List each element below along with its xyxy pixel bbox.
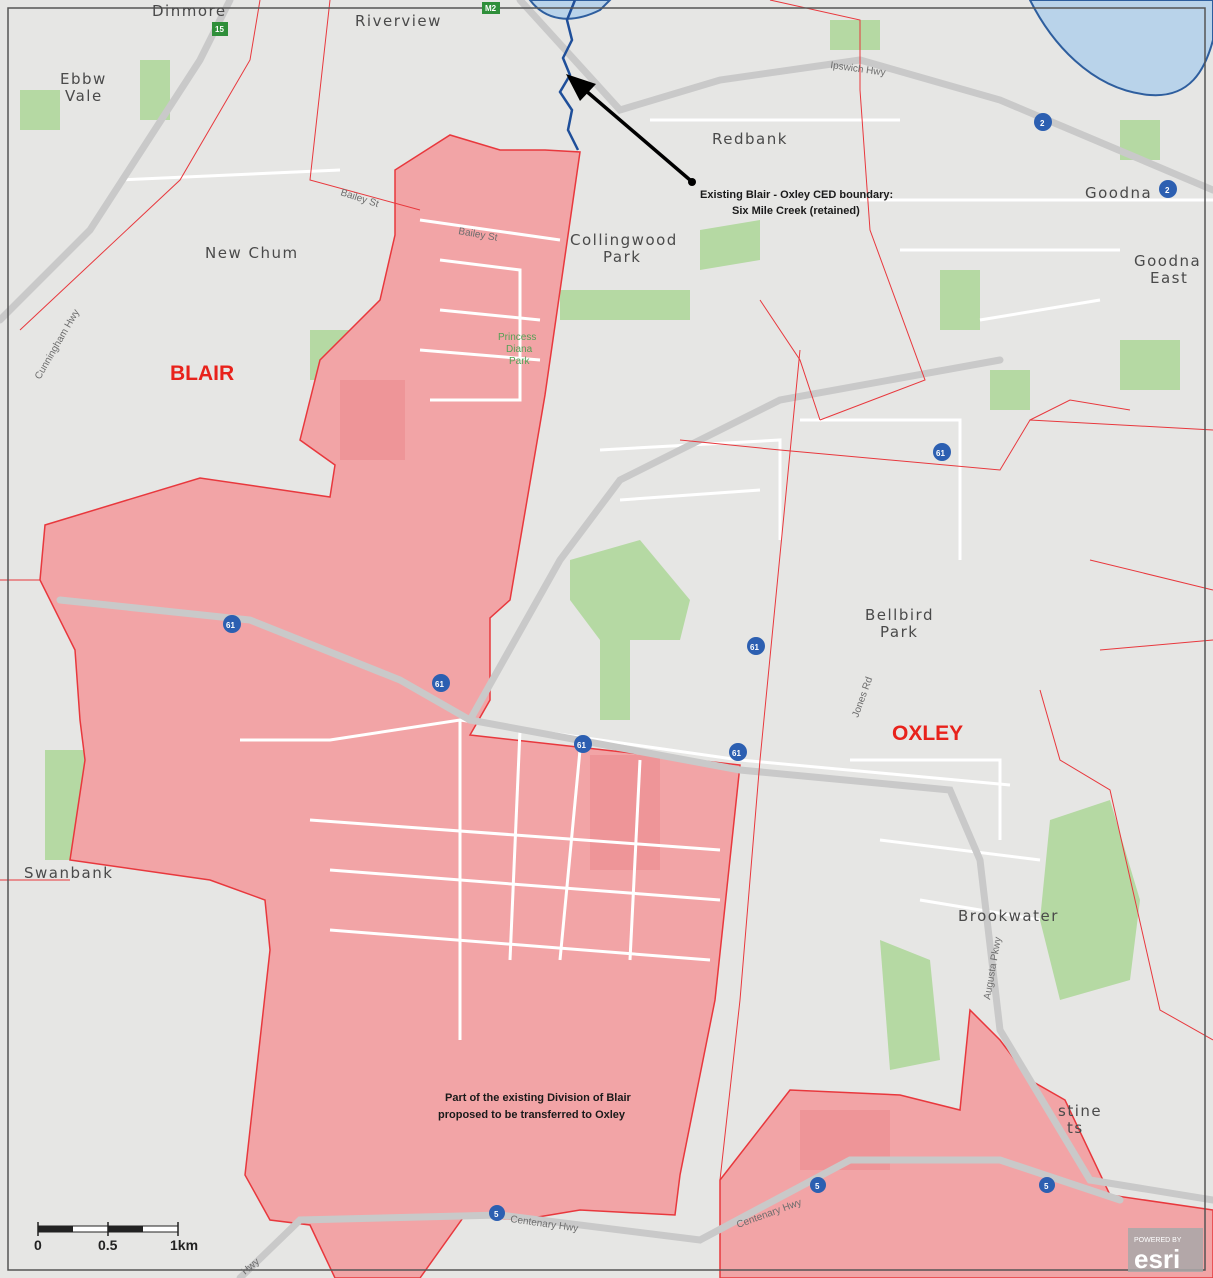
svg-text:5: 5 (815, 1182, 820, 1191)
division-label-blair: BLAIR (170, 362, 234, 385)
transfer-annotation: Part of the existing Division of Blair p… (438, 1092, 632, 1121)
transfer-area (39, 134, 741, 1278)
shield-61-a: 61 (933, 443, 951, 461)
svg-text:61: 61 (226, 621, 235, 630)
svg-text:M2: M2 (485, 4, 497, 13)
svg-text:2: 2 (1165, 186, 1170, 195)
svg-text:61: 61 (936, 449, 945, 458)
shield-61-d: 61 (747, 637, 765, 655)
label-new-chum: New Chum (205, 244, 299, 262)
brisbane-river (1028, 0, 1213, 97)
shield-5-c: 5 (1039, 1177, 1055, 1193)
shield-m2: M2 (482, 2, 500, 14)
label-redbank: Redbank (712, 130, 788, 148)
local-roads (119, 118, 1213, 1040)
shield-15: 15 (212, 22, 228, 36)
label-ebbw-line1: Ebbw (60, 70, 107, 88)
shield-2-a: 2 (1034, 113, 1052, 131)
transfer-note-line2: proposed to be transferred to Oxley (438, 1109, 626, 1121)
label-goodna: Goodna (1085, 184, 1152, 202)
route-shields: M2 15 2 2 61 61 61 61 61 61 5 5 5 (212, 2, 1177, 1221)
esri-logo[interactable]: POWERED BY esri (1128, 1228, 1203, 1274)
shield-61-c: 61 (432, 674, 450, 692)
shield-5-b: 5 (810, 1177, 826, 1193)
label-brookwater: Brookwater (958, 907, 1059, 925)
shield-2-b: 2 (1159, 180, 1177, 198)
six-mile-creek-boundary (558, 0, 580, 151)
shield-5-a: 5 (489, 1205, 505, 1221)
boundary-arrow (566, 74, 696, 186)
transfer-note-line1: Part of the existing Division of Blair (445, 1092, 632, 1104)
scale-label-end: 1km (170, 1237, 198, 1253)
scale-label-mid: 0.5 (98, 1237, 118, 1253)
scale-bar: 0 0.5 1km (34, 1222, 198, 1253)
division-label-oxley: OXLEY (892, 722, 963, 745)
svg-text:5: 5 (494, 1210, 499, 1219)
logo-brand: esri (1134, 1244, 1180, 1274)
svg-text:61: 61 (435, 680, 444, 689)
label-ebbw-line2: Vale (65, 87, 103, 105)
svg-text:2: 2 (1040, 119, 1045, 128)
boundary-note-line2: Six Mile Creek (retained) (732, 205, 860, 217)
suburb-boundaries (0, 0, 1213, 1181)
park-areas (20, 20, 1180, 1070)
scale-label-0: 0 (34, 1237, 42, 1253)
logo-powered-by: POWERED BY (1134, 1237, 1182, 1244)
map-frame (7, 7, 1206, 1271)
svg-text:5: 5 (1044, 1182, 1049, 1191)
label-swanbank: Swanbank (24, 864, 113, 882)
boundary-note-line1: Existing Blair - Oxley CED boundary: (700, 189, 893, 201)
shield-61-f: 61 (729, 743, 747, 761)
label-dinmore: Dinmore (152, 2, 227, 20)
boundary-annotation: Existing Blair - Oxley CED boundary: Six… (700, 189, 893, 217)
svg-text:15: 15 (215, 25, 224, 34)
svg-text:61: 61 (750, 643, 759, 652)
svg-text:61: 61 (732, 749, 741, 758)
shield-61-b: 61 (223, 615, 241, 633)
shield-61-e: 61 (574, 735, 592, 753)
label-riverview: Riverview (355, 12, 442, 30)
svg-text:61: 61 (577, 741, 586, 750)
